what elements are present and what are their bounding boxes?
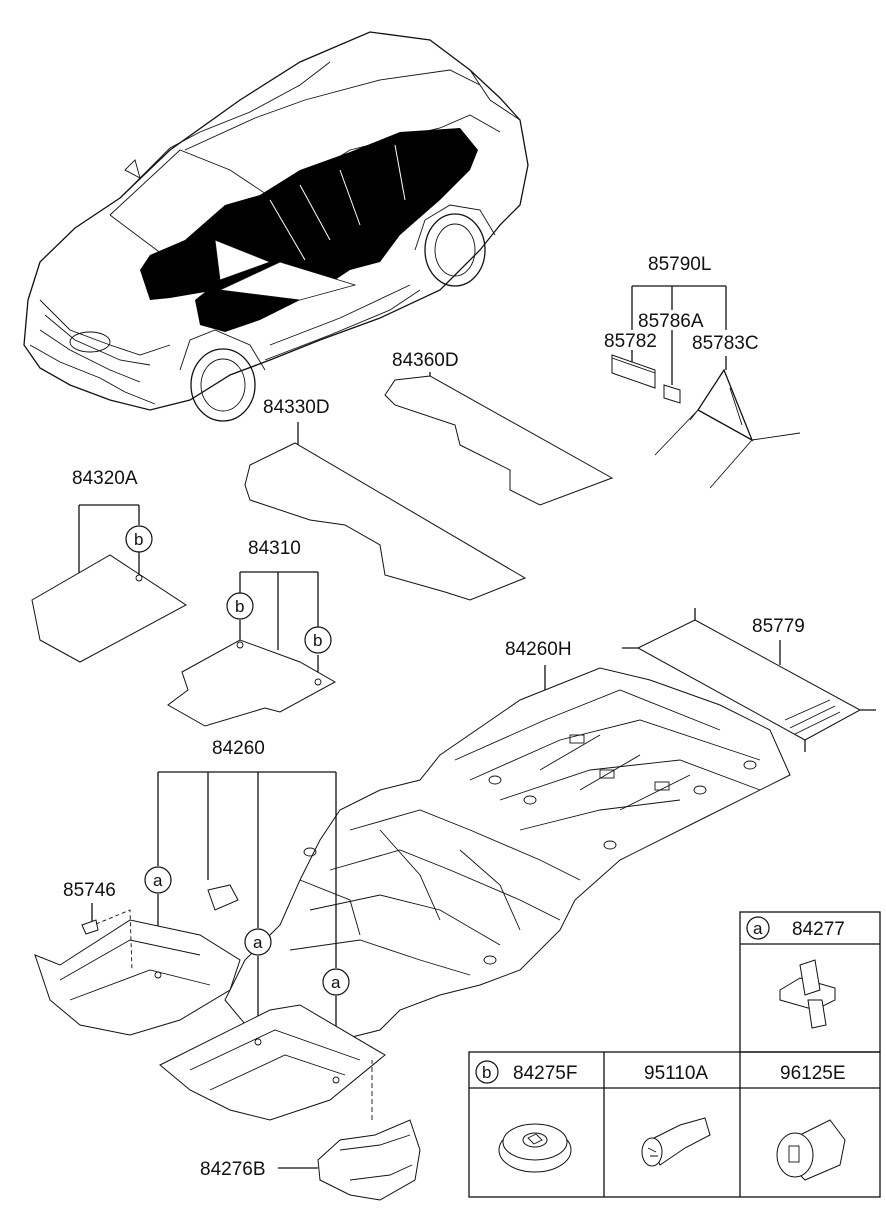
svg-text:b: b (235, 597, 244, 616)
svg-text:a: a (253, 933, 263, 952)
label-85782: 85782 (604, 331, 657, 352)
part-84360D: 84360D (384, 350, 614, 506)
group-85790L: 85790L 85786A 85782 85783C (604, 254, 801, 489)
legend-a-icon (746, 916, 770, 940)
svg-text:a: a (153, 871, 163, 890)
part-84310: 84310 b b (167, 538, 337, 727)
label-84260H: 84260H (505, 639, 572, 660)
label-85783C: 85783C (692, 333, 759, 354)
legend-95110A: 95110A (644, 1063, 708, 1084)
part-85779: 85779 (622, 608, 876, 752)
part-84260H: 84260H (224, 639, 791, 1046)
svg-text:a: a (331, 973, 341, 992)
part-84260: 84260 a a a (34, 738, 386, 1121)
callout-a-icon (144, 866, 172, 894)
callout-a-icon (244, 928, 272, 956)
label-85779: 85779 (752, 616, 805, 637)
label-84330D: 84330D (263, 397, 330, 418)
svg-text:b: b (313, 631, 322, 650)
label-85786A: 85786A (638, 311, 704, 332)
svg-text:a: a (753, 919, 763, 938)
legend-table: a 84277 b 84275F 95110A 96125E (468, 911, 881, 1198)
interior-floor-fill (140, 128, 478, 332)
svg-text:b: b (134, 530, 143, 549)
label-84260: 84260 (212, 738, 265, 759)
callout-b-icon (304, 626, 332, 654)
label-84320A: 84320A (72, 468, 138, 489)
legend-84275F: 84275F (513, 1063, 577, 1084)
part-84320A: 84320A b (31, 468, 187, 663)
svg-text:b: b (482, 1063, 491, 1082)
label-85790L: 85790L (648, 254, 711, 275)
part-84330D: 84330D (244, 397, 527, 601)
callout-b-icon (226, 592, 254, 620)
callout-a-icon (322, 968, 350, 996)
label-84276B: 84276B (200, 1159, 266, 1180)
label-84360D: 84360D (392, 350, 459, 371)
part-84276B: 84276B (200, 1060, 421, 1201)
vehicle-illustration (23, 31, 529, 422)
callout-b-icon (125, 525, 153, 553)
part-85746: 85746 (63, 880, 133, 971)
label-85746: 85746 (63, 880, 116, 901)
legend-96125E: 96125E (780, 1063, 846, 1084)
legend-b-icon (475, 1060, 499, 1084)
legend-84277: 84277 (792, 919, 845, 940)
label-84310: 84310 (248, 538, 301, 559)
